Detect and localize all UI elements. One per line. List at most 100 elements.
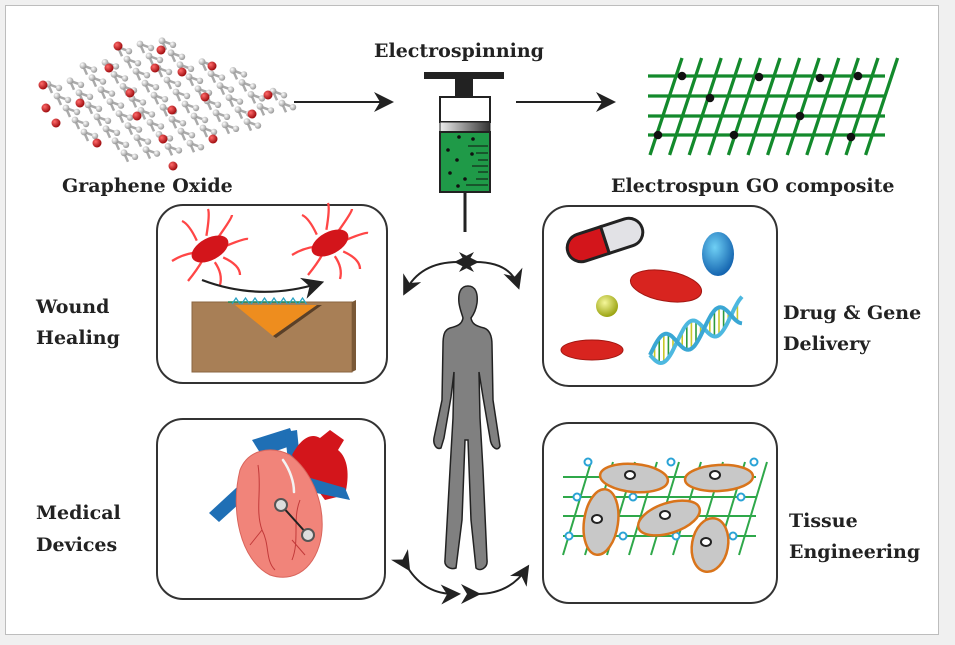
drug-label-line2: Delivery [783,333,871,355]
graphene-oxide-sheet [38,37,297,171]
carbon-atom [77,81,85,89]
carbon-atom [121,75,129,82]
wound-label-line1: Wound [35,296,109,318]
carbon-atom [156,56,164,64]
carbon-atom [134,60,142,67]
carbon-atom [141,79,149,87]
carbon-atom [278,99,286,107]
carbon-atom [185,73,193,81]
carbon-atom [158,37,166,45]
carbon-atom [88,74,96,81]
carbon-atom [66,77,74,85]
carbon-atom [86,93,94,101]
carbon-atom [232,125,240,132]
oxygen-atom [263,90,273,100]
cell-nucleus [659,510,671,520]
carbon-atom [198,58,206,65]
carbon-atom [166,135,174,142]
carbon-atom [201,116,209,124]
oxygen-atom [168,161,178,171]
carbon-atom [111,137,119,145]
carbon-atom [188,132,196,139]
carbon-atom [236,98,244,105]
carbon-atom [84,101,92,109]
carbon-atom [214,101,222,109]
carbon-atom [243,118,251,125]
fiber-strand [297,296,308,305]
fiber-diagonal [805,57,841,156]
carbon-atom [174,80,182,88]
fiber-diagonal [668,57,704,156]
carbon-atom [289,104,297,111]
fiber-strand [278,296,289,305]
scaffold-node [564,531,574,541]
carbon-atom [139,99,147,106]
dna-strand [648,295,744,366]
fiber-strand [250,296,260,305]
carbon-atom [192,104,200,112]
go-particle [795,111,805,121]
carbon-atom [167,49,175,57]
carbon-atom [218,74,226,81]
oxygen-atom [208,134,218,144]
carbon-atom [62,104,70,112]
carbon-atom [207,70,215,77]
carbon-atom [229,67,237,74]
carbon-atom [53,92,61,100]
bacteria-body [311,229,349,257]
carbon-atom [187,65,195,73]
fiber-diagonal [746,57,782,156]
red-disc-icon [560,339,624,361]
carbon-atom [186,139,194,147]
fiber-diagonal [707,57,743,156]
carbon-atom [106,98,114,105]
carbon-atom [225,94,233,101]
fiber-strand [231,296,241,305]
oxygen-atom [104,63,114,73]
carbon-atom [267,107,275,114]
carbon-atom [99,78,107,85]
oxygen-atom [113,41,123,51]
go-particle [677,71,687,81]
carbon-atom [119,83,127,90]
go-particle [653,130,663,140]
carbon-atom [143,72,151,79]
carbon-atom [55,84,63,92]
medical-label-line2: Devices [36,534,117,556]
oxygen-atom [247,109,257,119]
carbon-atom [95,105,103,113]
carbon-atom [280,92,288,99]
bacteria-icon [171,208,249,286]
scaffold-node [572,492,582,502]
carbon-atom [150,91,158,99]
heart-icon [209,428,350,578]
carbon-atom [126,114,134,121]
carbon-atom [169,41,177,48]
oxygen-atom [38,80,48,90]
wound-label-line2: Healing [36,327,120,349]
carbon-atom [125,48,133,55]
carbon-atom [108,90,116,97]
tissue-label-line1: Tissue [789,510,858,532]
cell-nucleus [700,537,712,547]
carbon-atom [216,82,224,89]
fiber-strand [269,296,279,305]
carbon-atom [124,122,132,129]
fiber-strand [259,296,270,305]
oxygen-atom [75,98,85,108]
carbon-atom [117,102,125,109]
nanoparticle-icon [596,295,618,317]
carbon-atom [212,109,220,117]
carbon-atom [181,100,189,108]
carbon-atom [123,55,131,63]
carbon-atom [183,92,191,100]
go-particle [705,93,715,103]
oxygen-atom [51,118,61,128]
bidirectional-arrows [391,251,530,605]
carbon-atom [194,85,202,93]
drug-label-line1: Drug & Gene [783,302,921,324]
bacteria-body [191,235,229,263]
carbon-atom [102,125,110,133]
oxygen-atom [167,105,177,115]
go-particle [815,73,825,83]
